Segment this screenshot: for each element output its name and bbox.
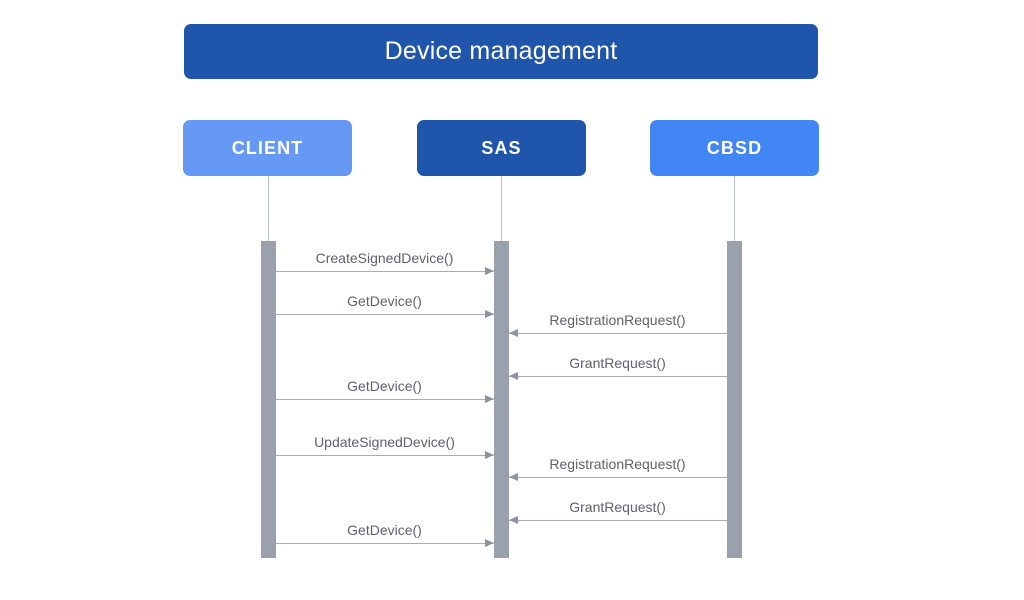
message-line (508, 333, 727, 334)
message-arrow[interactable]: RegistrationRequest() (508, 457, 727, 481)
message-label: CreateSignedDevice() (315, 250, 454, 266)
message-line (508, 520, 727, 521)
message-label: GetDevice() (347, 522, 422, 538)
message-arrow[interactable]: GrantRequest() (508, 356, 727, 380)
lifeline-client (268, 176, 269, 241)
participant-box-cbsd[interactable]: CBSD (650, 120, 819, 176)
message-label: RegistrationRequest() (549, 312, 686, 328)
message-arrow[interactable]: RegistrationRequest() (508, 313, 727, 337)
arrowhead-icon (484, 267, 494, 275)
message-label: RegistrationRequest() (549, 456, 686, 472)
activation-bar-client (260, 241, 276, 558)
message-line (508, 376, 727, 377)
page-title: Device management (384, 37, 618, 65)
arrowhead-icon (484, 310, 494, 318)
participant-label: CBSD (706, 138, 763, 158)
message-label: UpdateSignedDevice() (314, 434, 455, 450)
participant-label: SAS (481, 138, 522, 158)
message-arrow[interactable]: GetDevice() (275, 294, 494, 318)
message-line (508, 477, 727, 478)
message-label: GrantRequest() (569, 499, 666, 515)
arrowhead-icon (508, 516, 518, 524)
message-arrow[interactable]: UpdateSignedDevice() (275, 435, 494, 459)
arrowhead-icon (508, 372, 518, 380)
lifeline-sas (501, 176, 502, 241)
arrowhead-icon (508, 473, 518, 481)
lifeline-cbsd (734, 176, 735, 241)
arrowhead-icon (508, 329, 518, 337)
message-label: GrantRequest() (569, 355, 666, 371)
message-line (275, 314, 494, 315)
message-label: GetDevice() (347, 293, 422, 309)
message-arrow[interactable]: GetDevice() (275, 523, 494, 547)
activation-bar-sas (493, 241, 509, 558)
message-line (275, 455, 494, 456)
arrowhead-icon (484, 539, 494, 547)
message-arrow[interactable]: GrantRequest() (508, 500, 727, 524)
message-label: GetDevice() (347, 378, 422, 394)
message-line (275, 399, 494, 400)
participant-label: CLIENT (231, 138, 304, 158)
message-line (275, 271, 494, 272)
diagram-title-bar: Device management (184, 24, 818, 79)
arrowhead-icon (484, 395, 494, 403)
message-arrow[interactable]: CreateSignedDevice() (275, 251, 494, 275)
participant-box-sas[interactable]: SAS (417, 120, 586, 176)
activation-bar-cbsd (726, 241, 742, 558)
participant-box-client[interactable]: CLIENT (183, 120, 352, 176)
message-line (275, 543, 494, 544)
arrowhead-icon (484, 451, 494, 459)
message-arrow[interactable]: GetDevice() (275, 379, 494, 403)
